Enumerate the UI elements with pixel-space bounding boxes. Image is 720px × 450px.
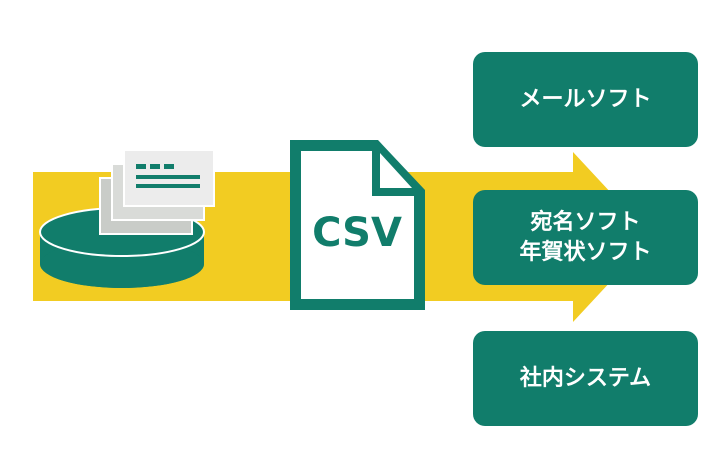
csv-file-icon: CSV bbox=[290, 140, 425, 310]
target-mail-label: メールソフト bbox=[519, 86, 652, 112]
csv-label: CSV bbox=[312, 210, 402, 256]
document-stack-icon bbox=[99, 149, 215, 235]
target-newyear-card-label: 年賀状ソフト bbox=[519, 239, 652, 265]
target-mail-software: メールソフト bbox=[473, 52, 698, 147]
target-address-label: 宛名ソフト bbox=[530, 209, 641, 235]
target-address-software: 宛名ソフト 年賀状ソフト bbox=[473, 190, 698, 285]
target-system-label: 社内システム bbox=[519, 365, 652, 391]
target-internal-system: 社内システム bbox=[473, 331, 698, 426]
